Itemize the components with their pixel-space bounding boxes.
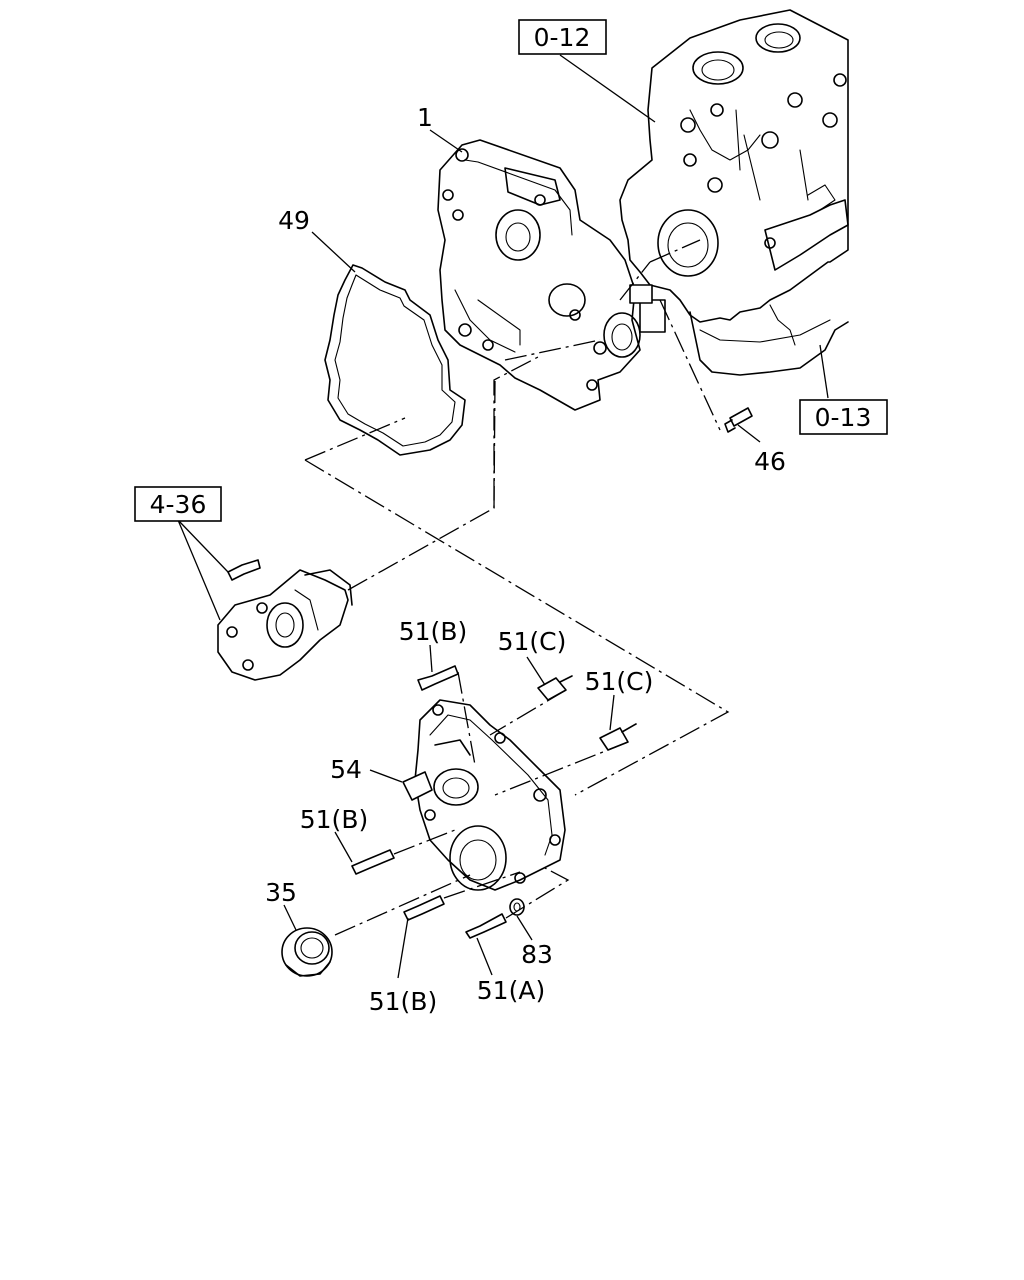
ref-label-4-36: 4-36 bbox=[150, 490, 207, 519]
part-label-51c-right: 51(C) bbox=[585, 667, 654, 696]
callout-leaders bbox=[177, 54, 829, 979]
bolts-illustration bbox=[351, 665, 637, 939]
gasket-illustration bbox=[324, 264, 466, 456]
part-label-51a: 51(A) bbox=[477, 976, 545, 1005]
ref-box-0-12 bbox=[518, 19, 607, 55]
ref-label-0-13: 0-13 bbox=[815, 403, 872, 432]
part-label-35: 35 bbox=[265, 878, 297, 907]
part-label-49: 49 bbox=[278, 206, 310, 235]
ref-box-0-13 bbox=[799, 399, 888, 435]
part-label-83: 83 bbox=[521, 940, 553, 969]
part-label-46: 46 bbox=[754, 447, 786, 476]
part-label-1: 1 bbox=[417, 103, 433, 132]
washer-illustration bbox=[509, 898, 525, 916]
stud-bolt-illustration bbox=[724, 407, 753, 433]
oil-seal-illustration bbox=[281, 927, 333, 977]
engine-block-illustration bbox=[619, 9, 849, 376]
part-label-51b-left: 51(B) bbox=[300, 805, 368, 834]
accessory-unit-illustration bbox=[217, 559, 353, 681]
assembly-centerlines bbox=[304, 239, 730, 936]
part-label-51c-top: 51(C) bbox=[498, 627, 567, 656]
ref-box-4-36 bbox=[134, 486, 222, 522]
part-label-51b-bottom: 51(B) bbox=[369, 987, 437, 1016]
callout-labels: 0-12 0-13 4-36 1 49 46 51(B) 51(C) 51(C)… bbox=[134, 19, 888, 1016]
part-label-51b-top: 51(B) bbox=[399, 617, 467, 646]
part-label-54: 54 bbox=[330, 755, 362, 784]
front-cover-illustration bbox=[402, 699, 566, 891]
ref-label-0-12: 0-12 bbox=[534, 23, 591, 52]
